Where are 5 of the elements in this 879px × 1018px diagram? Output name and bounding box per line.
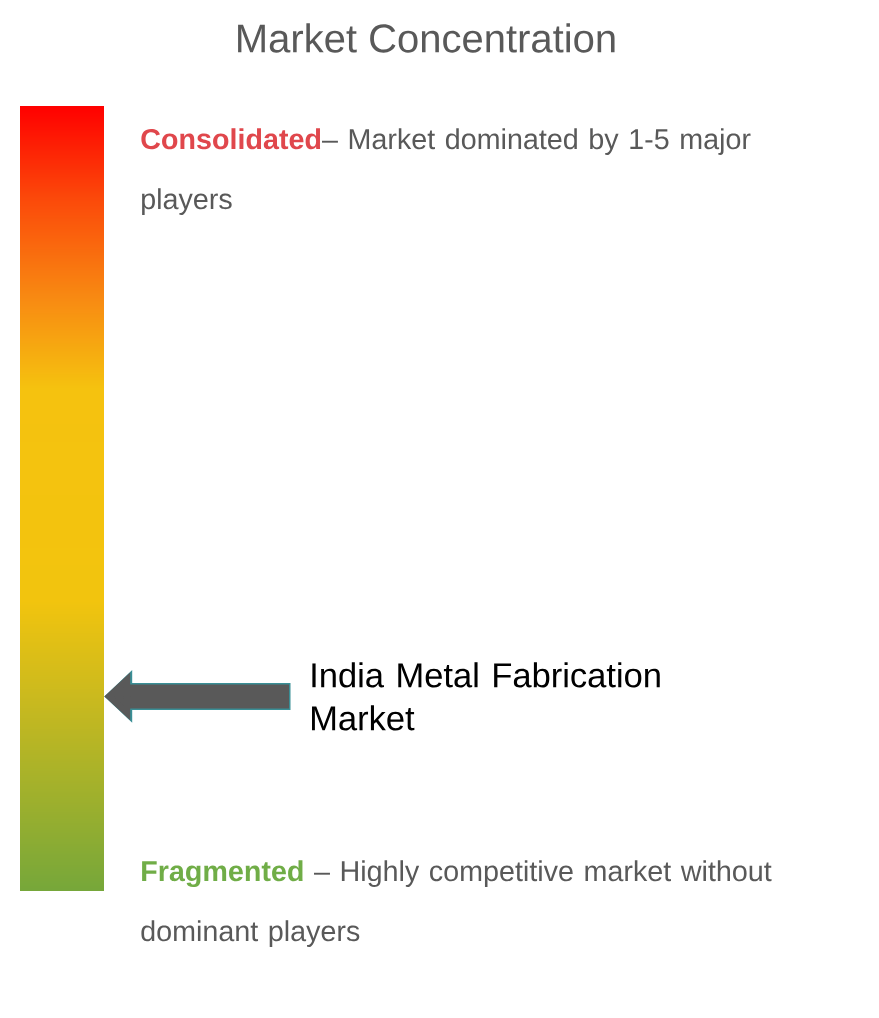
description-text: Fragmented – Highly competitive market without dominant players — [141, 860, 772, 947]
market-label: India Metal Fabrication Market — [312, 662, 660, 731]
description-text: Consolidated– Market dominated by 1-5 major players — [141, 128, 751, 215]
title: Market Concentration — [238, 23, 615, 53]
color-scale-bar — [20, 106, 104, 891]
